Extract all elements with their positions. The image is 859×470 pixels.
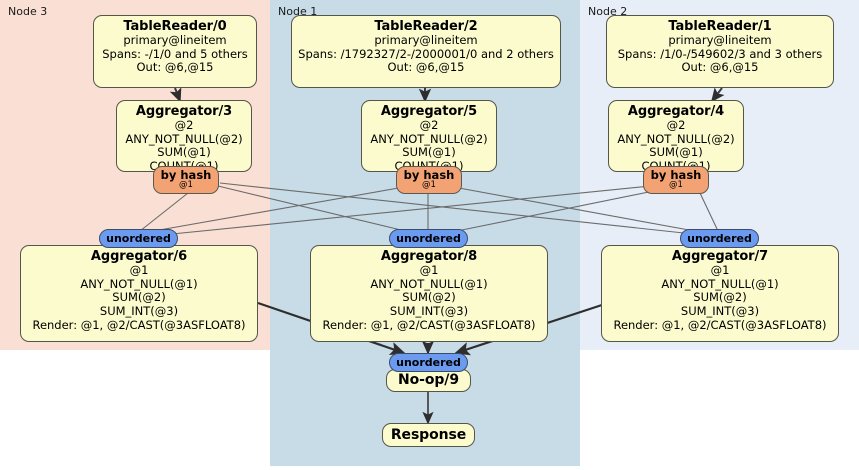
processor-detail: @2 bbox=[174, 118, 194, 133]
processor-detail: @1 bbox=[710, 263, 730, 278]
processor-title: TableReader/1 bbox=[668, 19, 772, 34]
processor-detail: Spans: -/1/0 and 5 others bbox=[102, 46, 248, 61]
input-synchronizer-unordered-center[interactable]: unordered bbox=[389, 229, 468, 248]
processor-detail: @2 bbox=[666, 118, 686, 133]
badge-label: by hash bbox=[650, 168, 702, 182]
processor-detail: ANY_NOT_NULL(@2) bbox=[370, 131, 488, 146]
processor-detail: SUM_INT(@3) bbox=[389, 304, 469, 319]
processor-detail: Spans: /1/0-/549602/3 and 3 others bbox=[617, 46, 823, 61]
processor-detail: Out: @6,@15 bbox=[681, 60, 759, 75]
processor-response[interactable]: Response bbox=[382, 423, 475, 447]
processor-detail: ANY_NOT_NULL(@2) bbox=[617, 131, 735, 146]
badge-label: unordered bbox=[106, 232, 171, 245]
processor-title: TableReader/0 bbox=[123, 19, 227, 34]
output-router-by-hash-center[interactable]: by hash @1 bbox=[396, 166, 462, 194]
input-synchronizer-unordered-final[interactable]: unordered bbox=[389, 353, 468, 372]
processor-detail: ANY_NOT_NULL(@1) bbox=[80, 276, 198, 291]
processor-table-reader-1[interactable]: TableReader/1 primary@lineitem Spans: /1… bbox=[606, 15, 834, 88]
processor-detail: Render: @1, @2/CAST(@3ASFLOAT8) bbox=[613, 317, 827, 332]
processor-table-reader-0[interactable]: TableReader/0 primary@lineitem Spans: -/… bbox=[93, 15, 257, 88]
badge-label: by hash bbox=[160, 168, 212, 182]
processor-detail: SUM(@2) bbox=[402, 290, 456, 305]
processor-detail: primary@lineitem bbox=[374, 33, 478, 48]
processor-detail: primary@lineitem bbox=[123, 33, 227, 48]
processor-detail: Spans: /1792327/2-/2000001/0 and 2 other… bbox=[298, 46, 554, 61]
node-panel-label: Node 2 bbox=[588, 5, 628, 18]
badge-sublabel: @1 bbox=[669, 180, 683, 191]
processor-detail: Render: @1, @2/CAST(@3ASFLOAT8) bbox=[32, 317, 246, 332]
processor-detail: SUM(@1) bbox=[402, 145, 456, 160]
processor-detail: Render: @1, @2/CAST(@3ASFLOAT8) bbox=[322, 317, 536, 332]
badge-label: by hash bbox=[403, 168, 455, 182]
processor-title: Aggregator/4 bbox=[627, 104, 725, 119]
badge-label: unordered bbox=[687, 232, 752, 245]
input-synchronizer-unordered-right[interactable]: unordered bbox=[680, 229, 759, 248]
processor-title: Aggregator/5 bbox=[380, 104, 478, 119]
processor-detail: ANY_NOT_NULL(@1) bbox=[370, 276, 488, 291]
input-synchronizer-unordered-left[interactable]: unordered bbox=[99, 229, 178, 248]
processor-aggregator-3[interactable]: Aggregator/3 @2 ANY_NOT_NULL(@2) SUM(@1)… bbox=[116, 100, 252, 173]
processor-detail: ANY_NOT_NULL(@1) bbox=[661, 276, 779, 291]
processor-detail: @2 bbox=[419, 118, 439, 133]
processor-detail: SUM_INT(@3) bbox=[99, 304, 179, 319]
node-panel-label: Node 1 bbox=[278, 5, 318, 18]
processor-noop-9[interactable]: No-op/9 bbox=[386, 369, 471, 392]
processor-title: No-op/9 bbox=[398, 372, 459, 389]
processor-detail: Out: @6,@15 bbox=[387, 60, 465, 75]
processor-aggregator-7[interactable]: Aggregator/7 @1 ANY_NOT_NULL(@1) SUM(@2)… bbox=[601, 245, 839, 342]
processor-detail: SUM(@1) bbox=[157, 145, 211, 160]
output-router-by-hash-left[interactable]: by hash @1 bbox=[153, 166, 219, 194]
badge-label: unordered bbox=[396, 356, 461, 369]
processor-title: Aggregator/7 bbox=[671, 249, 769, 264]
output-router-by-hash-right[interactable]: by hash @1 bbox=[643, 166, 709, 194]
processor-detail: SUM(@1) bbox=[649, 145, 703, 160]
processor-detail: Out: @6,@15 bbox=[136, 60, 214, 75]
processor-title: Aggregator/6 bbox=[90, 249, 188, 264]
badge-label: unordered bbox=[396, 232, 461, 245]
processor-aggregator-5[interactable]: Aggregator/5 @2 ANY_NOT_NULL(@2) SUM(@1)… bbox=[361, 100, 497, 173]
processor-detail: @1 bbox=[129, 263, 149, 278]
processor-title: TableReader/2 bbox=[374, 19, 478, 34]
processor-title: Response bbox=[390, 426, 467, 443]
processor-aggregator-4[interactable]: Aggregator/4 @2 ANY_NOT_NULL(@2) SUM(@1)… bbox=[608, 100, 744, 173]
processor-detail: ANY_NOT_NULL(@2) bbox=[125, 131, 243, 146]
processor-aggregator-6[interactable]: Aggregator/6 @1 ANY_NOT_NULL(@1) SUM(@2)… bbox=[20, 245, 258, 342]
processor-detail: @1 bbox=[419, 263, 439, 278]
badge-sublabel: @1 bbox=[179, 180, 193, 191]
processor-detail: SUM(@2) bbox=[693, 290, 747, 305]
processor-detail: primary@lineitem bbox=[668, 33, 772, 48]
processor-title: Aggregator/3 bbox=[135, 104, 233, 119]
processor-detail: SUM(@2) bbox=[112, 290, 166, 305]
node-panel-label: Node 3 bbox=[8, 5, 48, 18]
badge-sublabel: @1 bbox=[422, 180, 436, 191]
processor-table-reader-2[interactable]: TableReader/2 primary@lineitem Spans: /1… bbox=[291, 15, 561, 88]
processor-detail: SUM_INT(@3) bbox=[680, 304, 760, 319]
processor-title: Aggregator/8 bbox=[380, 249, 478, 264]
processor-aggregator-8[interactable]: Aggregator/8 @1 ANY_NOT_NULL(@1) SUM(@2)… bbox=[310, 245, 548, 342]
